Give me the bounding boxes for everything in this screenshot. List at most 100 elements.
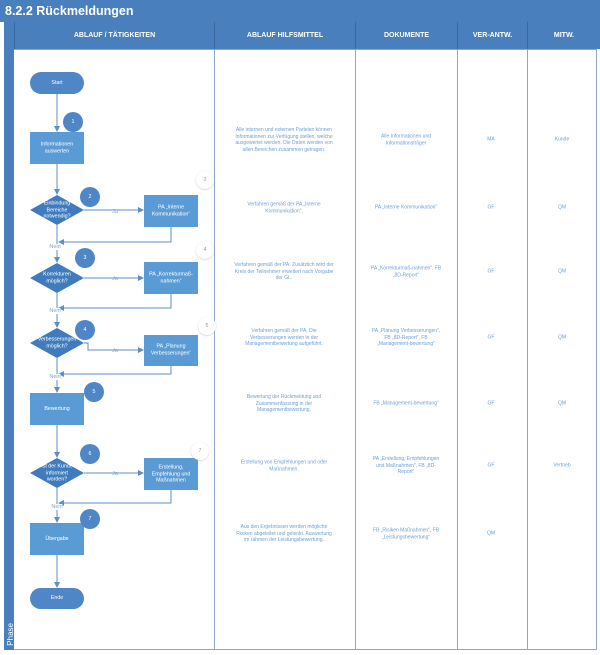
column-divider xyxy=(214,49,215,650)
step-number: 5 xyxy=(92,388,96,395)
decision-label: Verbesserungen möglich? xyxy=(37,336,77,350)
step-number: 1 xyxy=(71,118,75,125)
row-1-hilfsmittel: Alle internen und externen Parteien könn… xyxy=(235,126,333,153)
column-divider xyxy=(527,49,528,650)
process-box xyxy=(30,393,84,425)
row-4-mitw: QM xyxy=(557,334,567,341)
step-label: Bewertung xyxy=(44,405,70,412)
row-4-dokumente: PA „Planung Verbesserungen“, FB „8D-Repo… xyxy=(371,328,441,348)
no-label: Nein xyxy=(51,504,63,510)
process-box xyxy=(30,523,84,555)
row-5-mitw: QM xyxy=(557,400,567,407)
table-frame xyxy=(14,49,597,650)
row-4-hilfsmittel: Verfahren gemäß der PA. Die Verbesserung… xyxy=(245,328,323,348)
column-divider xyxy=(457,49,458,650)
end-label: Ende xyxy=(50,594,64,601)
start-label: Start xyxy=(51,79,63,86)
yes-label: Ja xyxy=(112,276,118,282)
column-header-verantw: VER-ANTW. xyxy=(457,22,527,49)
process-box xyxy=(30,132,84,164)
step-number: 7 xyxy=(88,515,92,522)
row-2-hilfsmittel: Verfahren gemäß der PA „Interne Kommunik… xyxy=(247,201,321,214)
connector xyxy=(58,366,172,377)
step-number: 2 xyxy=(88,193,92,200)
reference-circle xyxy=(191,442,209,460)
row-4-ver: GF xyxy=(487,334,495,341)
step-label: PA „Planung Verbesserungen“ xyxy=(150,343,192,357)
no-label: Nein xyxy=(49,374,61,380)
reference-circle xyxy=(196,241,214,259)
step-label: Erstellung, Empfehlung und Maßnahmen xyxy=(151,464,191,484)
phase-strip: Phase xyxy=(4,22,15,650)
column-divider xyxy=(355,49,356,650)
step-number-circle xyxy=(63,112,83,132)
decision-diamond xyxy=(30,458,84,488)
reference-number: 5 xyxy=(205,322,209,329)
step-number-circle xyxy=(80,509,100,529)
row-7-dokumente: FB „Risiken Maßnahmen“, FB „Leistungsbew… xyxy=(372,527,440,540)
reference-number: 3 xyxy=(203,176,207,183)
step-number-circle xyxy=(75,248,95,268)
decision-diamond xyxy=(30,263,84,293)
row-6-ver: GF xyxy=(487,462,495,469)
process-box xyxy=(144,195,198,227)
process-box xyxy=(144,335,198,366)
row-5-ver: GF xyxy=(487,400,495,407)
row-5-dokumente: FB „Management-bewertung“ xyxy=(373,400,439,407)
column-header-mitw: MITW. xyxy=(527,22,600,49)
decision-label: Einbindung Bereiche notwendig? xyxy=(43,200,71,220)
row-6-dokumente: PA „Erstellung, Empfehlungen und Maßnahm… xyxy=(372,456,440,476)
row-6-hilfsmittel: Erstellung von Empfehlungen und oder Maß… xyxy=(240,459,328,472)
step-number-circle xyxy=(84,382,104,402)
process-box xyxy=(144,262,198,294)
connector xyxy=(58,490,172,506)
column-header-ablauf: ABLAUF / TÄTIGKEITEN xyxy=(14,22,214,49)
yes-label: Ja xyxy=(112,348,118,354)
row-3-dokumente: PA „Korrekturmaß-nahmen“, FB „8D-Report“ xyxy=(370,265,442,278)
decision-label: Ist der Kunde informiert worden? xyxy=(41,463,73,483)
step-label: PA „Interne Kommunikation“ xyxy=(151,204,191,218)
no-label: Nein xyxy=(49,308,61,314)
start-terminal xyxy=(30,72,84,94)
row-1-mitw: Kunde xyxy=(554,136,570,143)
row-3-mitw: QM xyxy=(557,268,567,275)
decision-label: Korrekturen möglich? xyxy=(43,271,71,285)
column-header-dokumente: DOKUMENTE xyxy=(355,22,457,49)
reference-circle xyxy=(196,171,214,189)
row-1-ver: MA xyxy=(487,136,495,143)
row-2-mitw: QM xyxy=(557,204,567,211)
column-header-hilfsmittel: ABLAUF HILFSMITTEL xyxy=(214,22,355,49)
row-3-ver: GF xyxy=(487,268,495,275)
decision-diamond xyxy=(30,328,84,358)
row-6-mitw: Vertrieb xyxy=(553,462,571,469)
yes-label: Ja xyxy=(112,471,118,477)
process-box xyxy=(144,458,198,490)
step-label: Übergabe xyxy=(45,535,69,542)
connector xyxy=(58,227,172,245)
step-number: 3 xyxy=(83,254,87,261)
connector xyxy=(58,294,172,311)
row-1-dokumente: Alle Informationen und Informationsträge… xyxy=(380,133,432,146)
row-2-ver: GF xyxy=(487,204,495,211)
yes-label: Ja xyxy=(112,209,118,215)
step-number: 4 xyxy=(83,326,87,333)
row-3-hilfsmittel: Verfahren gemäß der PA. Zusätzlich wird … xyxy=(234,262,334,282)
step-number-circle xyxy=(80,187,100,207)
reference-number: 7 xyxy=(198,447,202,454)
connector xyxy=(84,342,144,353)
page-title: 8.2.2 Rückmeldungen xyxy=(0,0,600,22)
row-7-ver: QM xyxy=(486,530,496,537)
row-5-hilfsmittel: Bewertung der Rückmeldung und Zusammenfa… xyxy=(246,394,322,414)
reference-circle xyxy=(198,317,216,335)
step-label: Informationen auswerten xyxy=(40,141,74,155)
step-number-circle xyxy=(75,320,95,340)
end-terminal xyxy=(30,588,84,609)
reference-number: 4 xyxy=(203,246,207,253)
row-7-hilfsmittel: Aus den Ergebnissen werden mögliche Risi… xyxy=(236,524,332,544)
row-2-dokumente: PA „Interne Kommunikation“ xyxy=(374,204,438,211)
decision-diamond xyxy=(30,195,84,225)
step-number: 6 xyxy=(88,450,92,457)
step-number-circle xyxy=(80,444,100,464)
